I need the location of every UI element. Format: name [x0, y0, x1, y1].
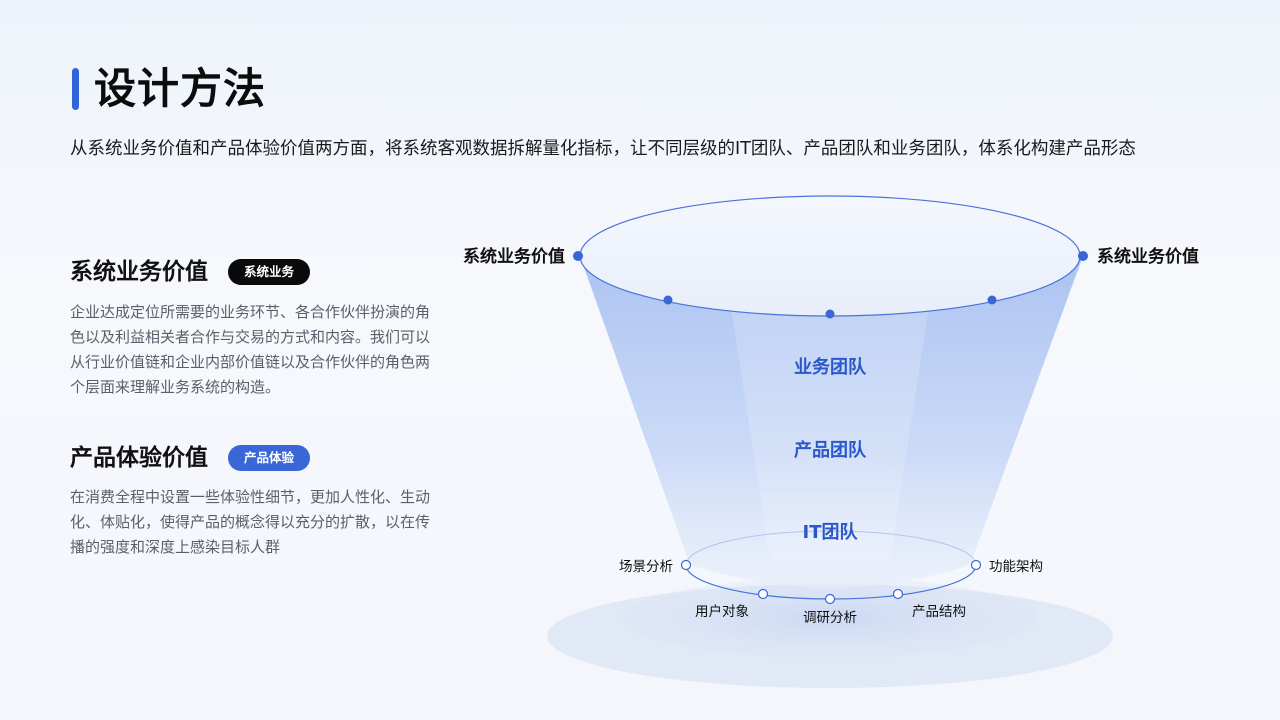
bottom-dot-1: [680, 559, 692, 571]
funnel-body: [580, 256, 1083, 588]
top-right-label: 系统业务价值: [1097, 246, 1199, 267]
business-tag: 系统业务: [228, 259, 311, 285]
bottom-label-research: 调研分析: [803, 610, 857, 626]
top-right-dot: [1078, 251, 1088, 261]
product-tag: 产品体验: [228, 445, 311, 471]
page-subtitle: 从系统业务价值和产品体验价值两方面，将系统客观数据拆解量化指标，让不同层级的IT…: [70, 139, 1136, 159]
bottom-label-structure: 产品结构: [912, 604, 966, 620]
section-body-business: 企业达成定位所需要的业务环节、各合作伙伴扮演的角色以及利益相关者合作与交易的方式…: [70, 303, 431, 396]
bottom-label-architecture: 功能架构: [989, 559, 1043, 575]
bottom-dot-5: [970, 559, 982, 571]
top-rim-dot-3: [987, 295, 997, 305]
bottom-dot-2: [757, 588, 769, 600]
top-left-dot: [573, 251, 583, 261]
section-title-business: 系统业务价值: [70, 259, 208, 285]
bottom-label-scenario: 场景分析: [619, 559, 673, 575]
page-title: 设计方法: [94, 64, 267, 113]
bottom-dot-4: [892, 588, 904, 600]
layer-product-team: 产品团队: [794, 439, 867, 461]
top-rim-dot-2: [825, 309, 835, 319]
title-accent-bar: [72, 68, 79, 110]
funnel-bottom-rim-back: [685, 530, 977, 566]
top-left-label: 系统业务价值: [463, 246, 565, 267]
section-title-product: 产品体验价值: [70, 445, 208, 471]
top-rim-dot-1: [663, 295, 673, 305]
base-shadow-inner: [622, 578, 1038, 658]
funnel-highlight: [730, 300, 930, 560]
layer-it-team: IT团队: [803, 521, 859, 543]
bottom-dot-3: [824, 593, 836, 605]
funnel-top-ellipse: [579, 195, 1081, 317]
layer-business-team: 业务团队: [794, 356, 867, 378]
bottom-label-user: 用户对象: [695, 603, 749, 620]
section-body-product: 在消费全程中设置一些体验性细节，更加人性化、生动化、体贴化，使得产品的概念得以充…: [70, 488, 431, 556]
